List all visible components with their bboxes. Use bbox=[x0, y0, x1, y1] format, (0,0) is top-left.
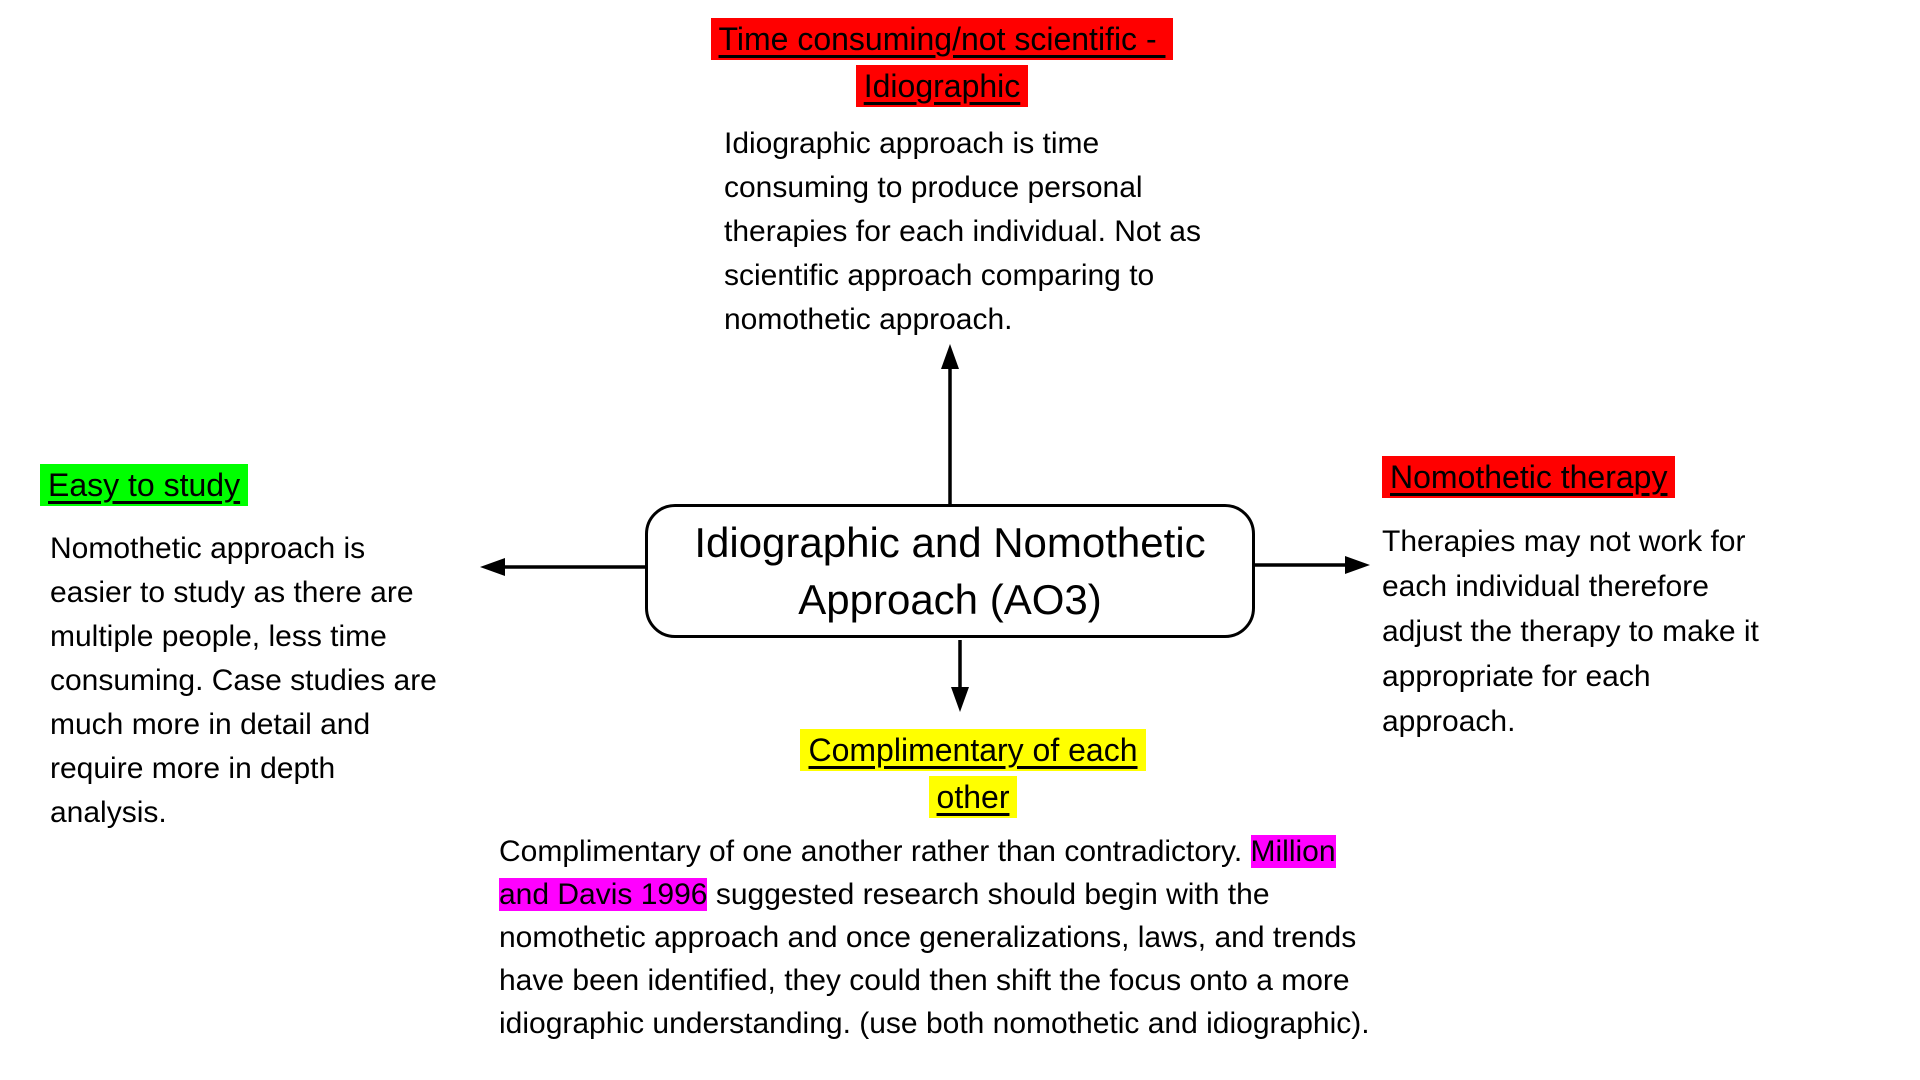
top-branch-note: Idiographic approach is time consuming t… bbox=[724, 127, 1201, 336]
central-topic-title: Idiographic and Nomothetic Approach (AO3… bbox=[694, 519, 1206, 623]
left-arrow-connector bbox=[480, 558, 647, 576]
right-branch-heading: Nomothetic therapy bbox=[1382, 454, 1676, 501]
left-branch-heading-text: Easy to study bbox=[40, 464, 249, 506]
down-arrow-connector bbox=[951, 640, 969, 712]
note-text-segment: Complimentary of one another rather than… bbox=[499, 835, 1251, 868]
top-branch-heading: Time consuming/not scientific - Idiograp… bbox=[592, 16, 1292, 110]
left-branch-note: Nomothetic approach is easier to study a… bbox=[50, 532, 437, 829]
bottom-branch-note: Complimentary of one another rather than… bbox=[499, 830, 1519, 1045]
bottom-branch-heading-text: Complimentary of each other bbox=[800, 729, 1146, 818]
top-branch-heading-text: Time consuming/not scientific - Idiograp… bbox=[710, 18, 1174, 107]
note-text-segment: suggested research should begin with the… bbox=[499, 878, 1370, 1040]
right-arrow-connector bbox=[1254, 556, 1370, 574]
right-branch-heading-text: Nomothetic therapy bbox=[1382, 456, 1676, 498]
right-branch-note: Therapies may not work for each individu… bbox=[1382, 525, 1759, 738]
bottom-branch-heading: Complimentary of each other bbox=[773, 727, 1173, 821]
left-branch-heading: Easy to study bbox=[40, 462, 249, 509]
central-topic-node: Idiographic and Nomothetic Approach (AO3… bbox=[645, 504, 1255, 638]
up-arrow-connector bbox=[941, 344, 959, 505]
